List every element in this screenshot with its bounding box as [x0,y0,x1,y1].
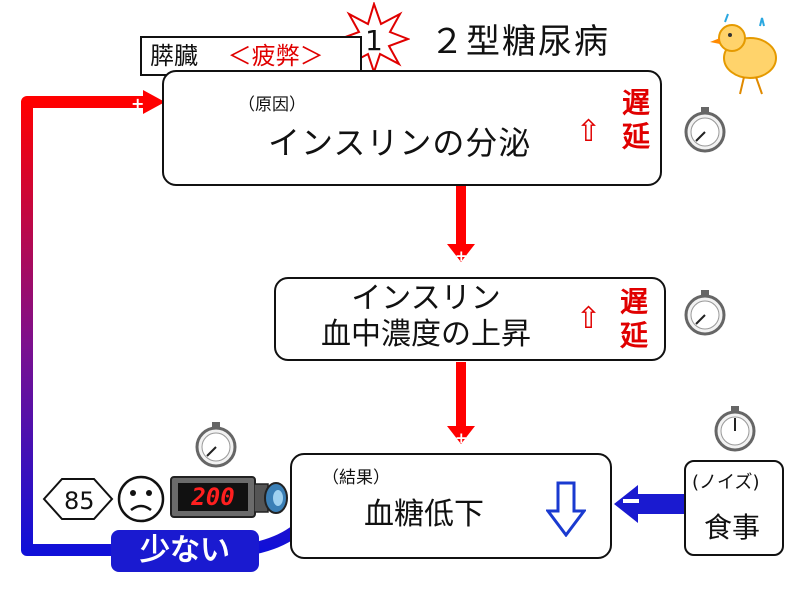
noise-tag: (ノイズ) [692,472,760,493]
stopwatch-icon [195,422,237,468]
svg-text:1: 1 [365,24,383,57]
cause-tag: （原因） [238,95,306,115]
noise-node: (ノイズ) 食事 [684,460,784,556]
sad-face-icon [117,475,165,523]
svg-text:85: 85 [64,487,95,515]
delay-label-cause: 遅 延 [621,86,650,153]
arrow-middle-to-result [456,362,466,428]
feedback-label: 少ない [111,530,259,572]
organ-label: 膵臓 ＜疲弊＞ [140,36,362,76]
middle-line-1: インスリン [351,281,501,316]
cause-label: インスリンの分泌 [268,124,532,162]
feedback-loop-arrowhead [143,90,165,114]
glucose-meter: 200 [170,476,256,518]
plus-sign-bottom: + [455,429,468,447]
stopwatch-icon [684,290,726,336]
result-tag: （結果） [322,468,390,488]
delay-label-middle: 遅 延 [619,285,648,352]
cause-node: （原因） インスリンの分泌 ⇧ 遅 延 [162,70,662,186]
decrease-arrow-icon [546,481,586,537]
result-label: 血糖低下 [364,497,484,532]
camera-lens-icon [254,482,288,514]
chick-doodle-icon [710,13,777,95]
middle-line-2: 血中濃度の上昇 [321,317,531,352]
speed-sign-85: 85 [42,478,114,520]
organ-name: 膵臓 [150,42,198,70]
plus-sign-top: + [131,94,144,113]
increase-arrow-icon: ⇧ [576,301,602,336]
stopwatch-icon [684,107,726,153]
arrow-cause-to-middle [456,186,466,246]
meter-reading: 200 [178,483,248,511]
result-node: （結果） 血糖低下 [290,453,612,559]
organ-state: ＜疲弊＞ [227,42,324,70]
plus-sign-middle: + [455,247,468,265]
noise-arrow [636,494,684,514]
increase-arrow-icon: ⇧ [576,114,602,149]
noise-label: 食事 [704,511,761,544]
minus-sign [623,499,639,503]
page-title: ２型糖尿病 [430,22,610,62]
stopwatch-icon [714,406,756,452]
middle-node: インスリン 血中濃度の上昇 ⇧ 遅 延 [274,277,666,361]
